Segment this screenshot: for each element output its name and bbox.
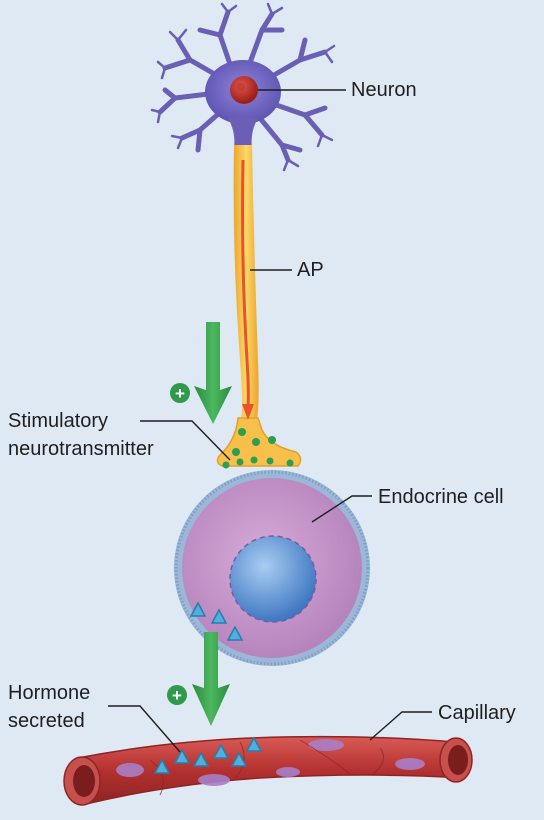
endocrine-cell [174, 470, 370, 666]
label-hormone-line1: Hormone [8, 682, 91, 704]
neuron [150, 2, 336, 172]
neuron-nucleus [230, 76, 258, 104]
label-stimulatory-line2: neurotransmitter [8, 438, 154, 460]
leader-stimulatory [140, 420, 231, 461]
leader-capillary [369, 711, 432, 741]
leader-endocrine [311, 495, 372, 523]
label-endocrine-cell: Endocrine cell [378, 486, 504, 508]
stimulation-arrow-lower [192, 632, 230, 726]
stimulation-arrow-upper [194, 322, 232, 424]
capillary [63, 735, 473, 806]
leader-hormone [108, 705, 181, 753]
axon [216, 145, 302, 467]
plus-symbol-lower: + [172, 686, 182, 705]
label-hormone-line2: secreted [8, 710, 85, 732]
plus-symbol-upper: + [175, 384, 185, 403]
leader-lines [108, 89, 432, 753]
action-potential-line [241, 159, 250, 411]
action-potential-arrowhead [242, 404, 254, 420]
label-capillary: Capillary [438, 702, 516, 724]
hormone-vesicles-in-cell [189, 601, 244, 641]
plus-sign-upper: + [170, 383, 190, 403]
axon-hillock [228, 118, 258, 148]
plus-sign-lower: + [167, 685, 187, 705]
label-ap: AP [297, 259, 324, 281]
neurotransmitter-molecules [222, 428, 294, 469]
label-stimulatory-line1: Stimulatory [8, 410, 109, 432]
cell-nucleus [230, 536, 316, 622]
hormones-in-capillary [153, 736, 263, 774]
label-neuron: Neuron [351, 79, 417, 101]
